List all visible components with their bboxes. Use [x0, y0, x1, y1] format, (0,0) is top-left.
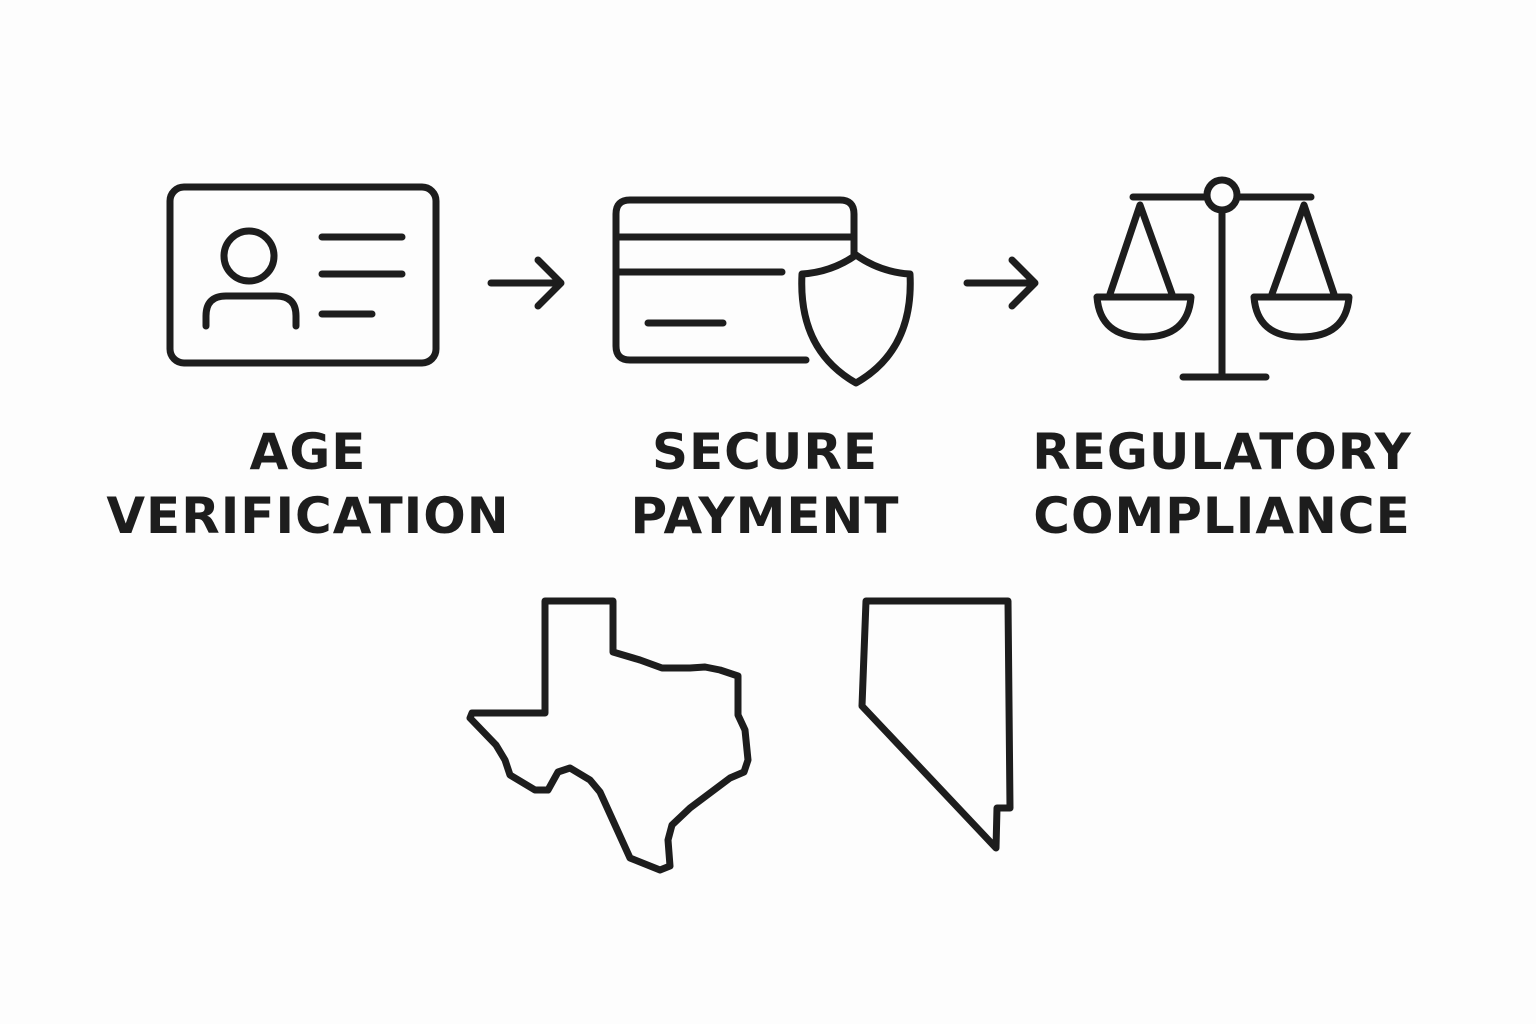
step-label-age-verification: AGE VERIFICATION — [78, 420, 538, 548]
step-label-secure-payment: SECURE PAYMENT — [535, 420, 995, 548]
label-line: SECURE — [651, 423, 879, 481]
step-label-regulatory-compliance: REGULATORY COMPLIANCE — [992, 420, 1452, 548]
texas-outline-icon — [466, 597, 752, 874]
credit-card-shield-icon — [612, 196, 914, 387]
scales-of-justice-icon — [1093, 176, 1353, 381]
label-line: PAYMENT — [630, 487, 900, 545]
label-line: REGULATORY — [1032, 423, 1412, 481]
arrow-right-icon — [963, 256, 1039, 310]
label-line: VERIFICATION — [106, 487, 510, 545]
label-line: AGE — [249, 423, 367, 481]
id-card-icon — [166, 183, 440, 367]
label-line: COMPLIANCE — [1033, 487, 1411, 545]
arrow-right-icon — [487, 256, 565, 310]
nevada-outline-icon — [858, 597, 1014, 852]
